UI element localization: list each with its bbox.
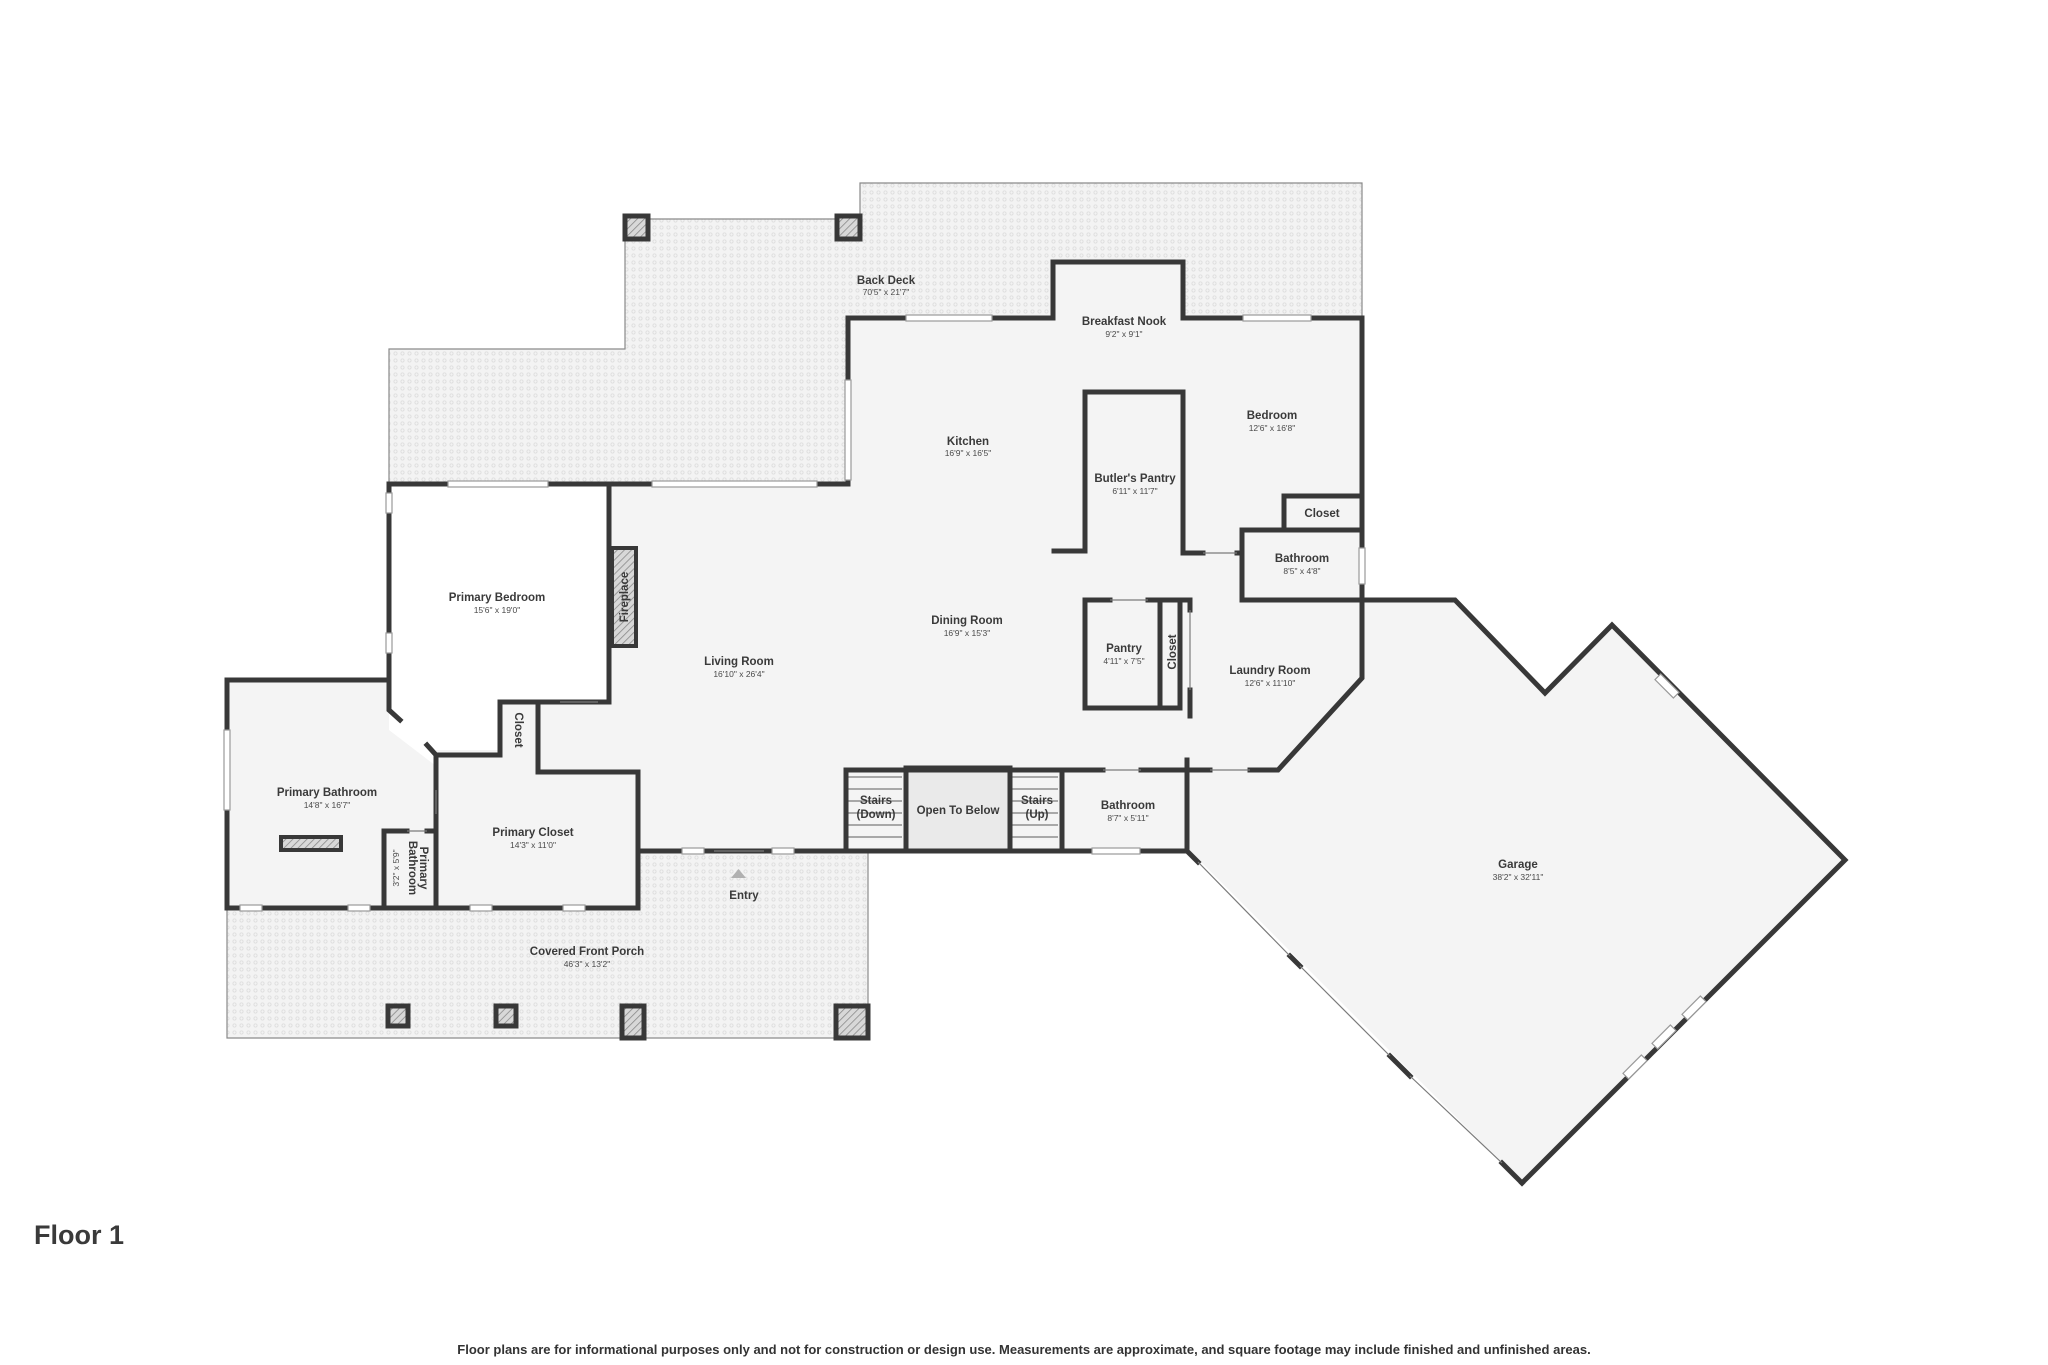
back-deck-dims: 70'5" x 21'7" [863,287,910,297]
stairs-up-treads [1012,776,1058,838]
bedroom-dims: 12'6" x 16'8" [1249,423,1296,433]
laundry-room-dims: 12'6" x 11'10" [1245,678,1296,688]
entry-arrow-icon [731,869,746,878]
stairs-down-line1: Stairs [860,795,892,807]
disclaimer-text: Floor plans are for informational purpos… [457,1342,1591,1357]
kitchen-dims: 16'9" x 16'5" [945,448,992,458]
living-room-dims: 16'10" x 26'4" [713,669,764,679]
dining-room-name: Dining Room [931,615,1003,627]
kitchen-name: Kitchen [947,436,989,448]
house-floor [227,262,1362,908]
covered-front-porch-dims: 46'3" x 13'2" [564,959,611,969]
butlers-pantry-name: Butler's Pantry [1094,473,1176,485]
floor-title: Floor 1 [34,1220,125,1250]
dining-room-dims: 16'9" x 15'3" [944,628,991,638]
stairs-up-line2: (Up) [1026,809,1049,821]
bedroom-closet-name: Closet [1304,508,1339,520]
fireplace-label: Fireplace [619,572,631,623]
stairs-down-treads [846,776,902,838]
open-to-below-name: Open To Below [917,805,1000,817]
primary-closet-dims: 14'3" x 11'0" [510,840,556,850]
primary-bathroom-name: Primary Bathroom [277,787,377,799]
primary-bathroom-small-name-2: Bathroom [406,841,418,895]
primary-bathroom-dims: 14'8" x 16'7" [304,800,351,810]
laundry-closet-name: Closet [1167,634,1179,669]
lower-bathroom-name: Bathroom [1101,800,1155,812]
primary-bedroom-dims: 15'6" x 19'0" [474,605,521,615]
primary-bathroom-small-dims: 3'2" x 5'9" [391,849,401,886]
breakfast-nook-name: Breakfast Nook [1082,316,1167,328]
stairs-down-line2: (Down) [857,809,896,821]
entry-label: Entry [729,890,759,902]
bathtub [279,835,343,852]
garage-dims: 38'2" x 32'11" [1493,872,1544,882]
primary-bathroom-small-name-1: Primary [417,847,429,890]
covered-front-porch-name: Covered Front Porch [530,946,644,958]
breakfast-nook-dims: 9'2" x 9'1" [1105,329,1142,339]
primary-bedroom-name: Primary Bedroom [449,592,546,604]
lower-bathroom-dims: 8'7" x 5'11" [1107,813,1148,823]
posts [385,213,871,1041]
stairs-up-line1: Stairs [1021,795,1053,807]
garage-floor [1187,600,1845,1183]
upper-bathroom-name: Bathroom [1275,553,1329,565]
upper-bathroom-dims: 8'5" x 4'8" [1283,566,1320,576]
primary-closet-name: Primary Closet [492,827,573,839]
open-to-below-fill [906,768,1010,851]
bedroom-name: Bedroom [1247,410,1297,422]
pantry-name: Pantry [1106,643,1142,655]
primary-closet-small-name: Closet [512,712,524,747]
windows [223,314,1707,1164]
fireplace-hearth [610,546,638,648]
back-deck-name: Back Deck [857,275,916,287]
living-room-name: Living Room [704,656,774,668]
laundry-room-name: Laundry Room [1229,665,1310,677]
pantry-dims: 4'11" x 7'5" [1103,656,1144,666]
garage-name: Garage [1498,859,1538,871]
butlers-pantry-dims: 6'11" x 11'7" [1112,486,1157,496]
